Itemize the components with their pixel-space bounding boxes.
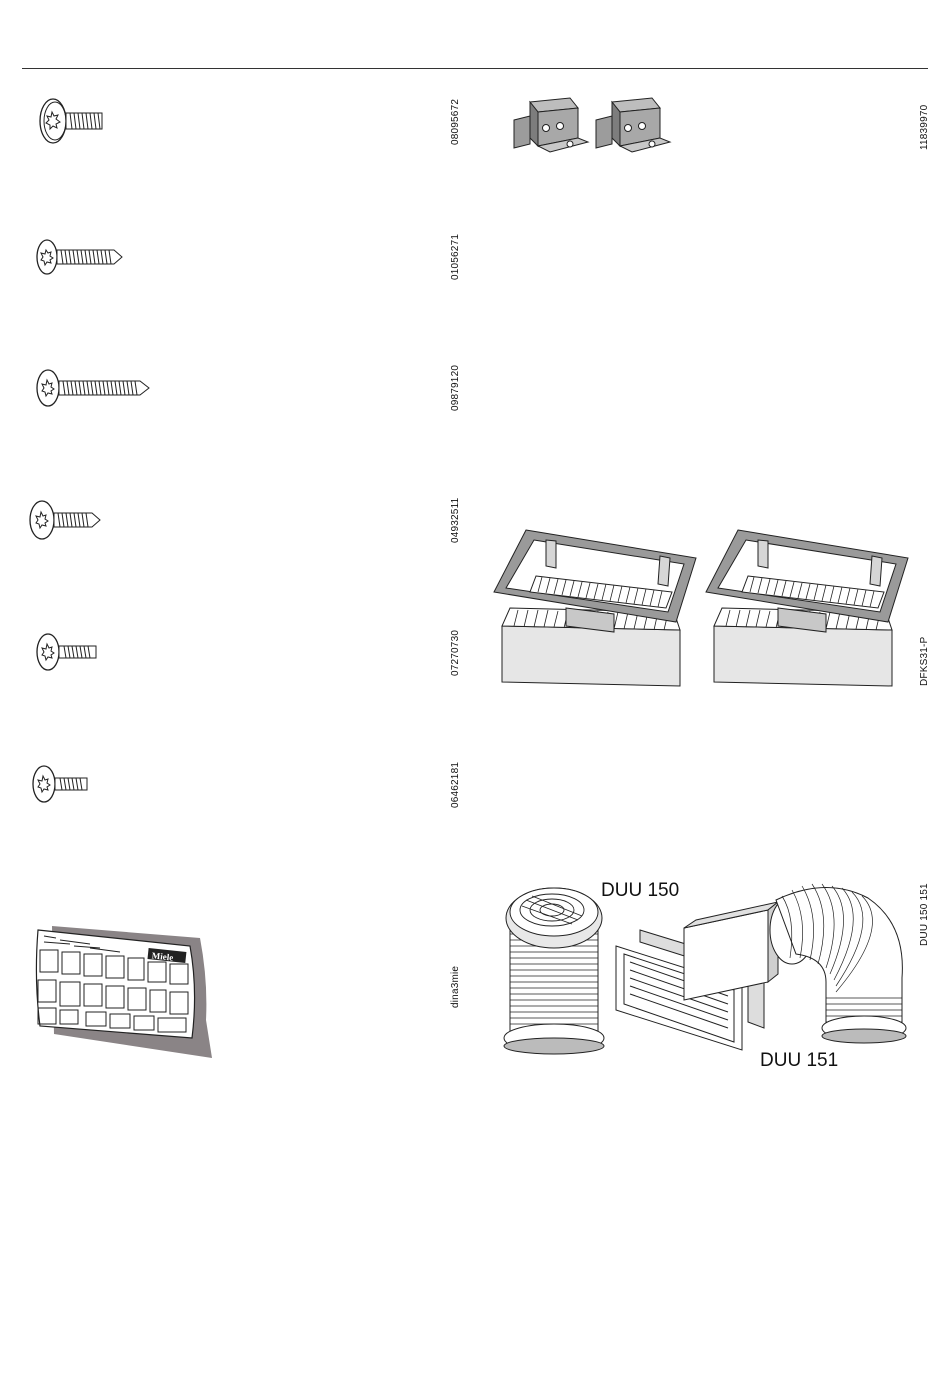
part-code: 07270730: [451, 630, 461, 676]
bracket-pair-illustration: [510, 94, 680, 162]
duu151-label: DUU 151: [760, 1051, 838, 1070]
screw-06462181-illustration: [30, 762, 92, 806]
filter-frame-right-illustration: [702, 526, 912, 692]
instruction-card-illustration: Miele: [30, 920, 216, 1062]
part-code: DFKS31-P: [920, 637, 930, 686]
part-code: 11839970: [920, 105, 930, 150]
part-code: 06462181: [451, 762, 461, 808]
part-code: 09879120: [451, 365, 461, 411]
part-code: DUU 150 151: [920, 883, 930, 946]
part-code: 08095672: [451, 99, 461, 145]
screw-04932511-illustration: [26, 498, 106, 542]
screw-08095672-illustration: [36, 96, 106, 148]
part-code: 01056271: [451, 234, 461, 280]
duct-kit-illustration: [496, 878, 916, 1068]
filter-frame-left-illustration: [490, 526, 700, 692]
screw-07270730-illustration: [34, 630, 100, 674]
part-code: dina3mie: [451, 966, 461, 1008]
screw-01056271-illustration: [34, 236, 126, 278]
duu150-label: DUU 150: [601, 881, 679, 900]
part-code: 04932511: [451, 498, 461, 543]
header-rule: [22, 68, 928, 69]
screw-09879120-illustration: [34, 366, 154, 410]
